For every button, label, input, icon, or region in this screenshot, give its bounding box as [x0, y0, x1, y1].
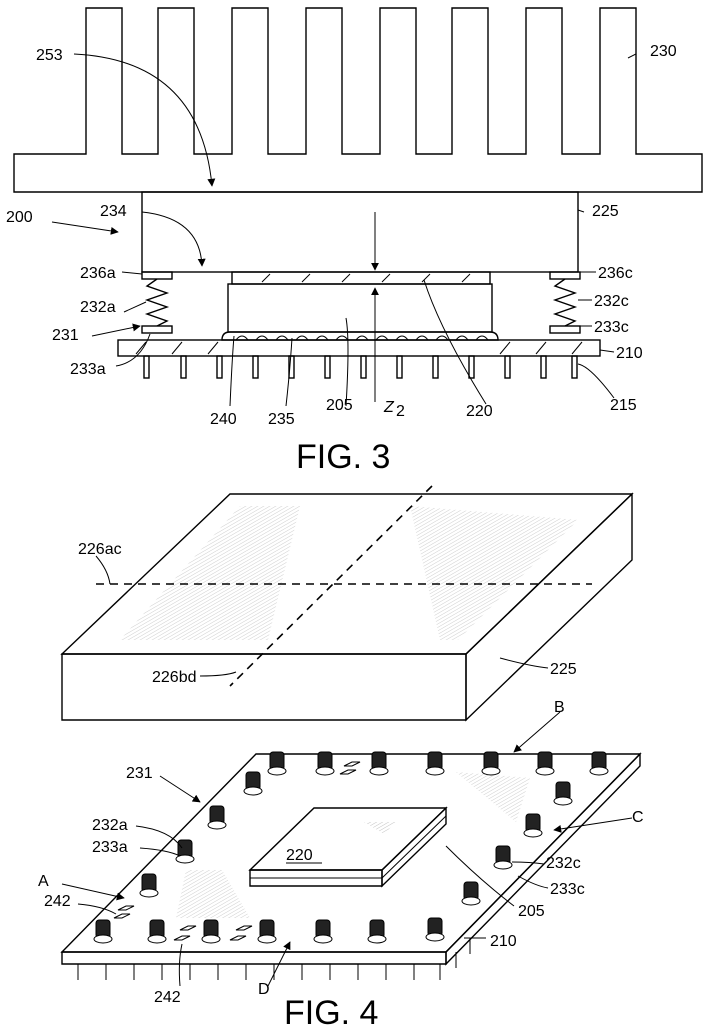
heat-sink-230 [13, 7, 703, 193]
fig3-cross-section: 253 230 200 234 225 236a 236c 232a 232c … [6, 7, 703, 476]
fig4-label-231: 231 [126, 765, 153, 782]
spring-post [243, 771, 263, 796]
spring-post [257, 919, 277, 944]
fig3-label-235: 235 [268, 411, 295, 428]
fig3-label-236c: 236c [598, 265, 633, 282]
pins-215 [143, 355, 578, 379]
spring-posts [93, 751, 609, 944]
fig3-label-220: 220 [466, 403, 493, 420]
lid-block-225 [60, 485, 634, 722]
fig3-label-231: 231 [52, 327, 79, 344]
fig3-label-240: 240 [210, 411, 237, 428]
substrate-ticks [135, 341, 583, 355]
fig3-label-253: 253 [36, 47, 63, 64]
spring-post [589, 751, 609, 776]
pad-236a [141, 271, 173, 280]
pad-236c [549, 271, 581, 280]
fig4-label-232c: 232c [546, 855, 581, 872]
die-glint [364, 822, 396, 834]
spring-post [553, 781, 573, 806]
spring-232a [144, 278, 170, 327]
fig3-label-232c: 232c [594, 293, 629, 310]
spring-post [139, 873, 159, 898]
fig3-label-215: 215 [610, 397, 637, 414]
board-210 [60, 752, 642, 966]
fig4-perspective: 220 [38, 485, 644, 1032]
fig4-label-226bd: 226bd [152, 669, 197, 686]
substrate-210 [117, 339, 601, 357]
fig4-label-242-bottom: 242 [154, 989, 181, 1006]
spring-post [369, 751, 389, 776]
spring-post [461, 881, 481, 906]
spring-post [175, 839, 195, 864]
fig4-label-226ac: 226ac [78, 541, 122, 558]
fig3-label-z-sub: 2 [396, 403, 405, 420]
spring-post [535, 751, 555, 776]
spring-post [147, 919, 167, 944]
fig4-label-225: 225 [550, 661, 577, 678]
spring-post [267, 751, 287, 776]
dashed-line-226bd [229, 485, 433, 687]
fig4-label-233c: 233c [550, 881, 585, 898]
fig3-label-230: 230 [650, 43, 677, 60]
fig4-pins [77, 938, 471, 980]
board-shading-b [456, 772, 530, 822]
fig3-label-200: 200 [6, 209, 33, 226]
spring-post [481, 751, 501, 776]
fig4-label-205: 205 [518, 903, 545, 920]
die-205 [227, 283, 493, 333]
spring-post [313, 919, 333, 944]
bump-array-235 [235, 335, 489, 341]
fig3-label-232a: 232a [80, 299, 116, 316]
fig3-leaders [51, 53, 637, 407]
pad-233a [141, 325, 173, 334]
spring-post [315, 751, 335, 776]
fig3-label-205: 205 [326, 397, 353, 414]
fig4-label-233a: 233a [92, 839, 128, 856]
fig3-label-233a: 233a [70, 361, 106, 378]
lid-shading-a [120, 506, 300, 640]
fig3-caption: FIG. 3 [296, 438, 390, 476]
fig4-label-D: D [258, 981, 270, 998]
spring-post [523, 813, 543, 838]
spring-post [207, 805, 227, 830]
fig4-leaders [61, 555, 633, 987]
fig4-label-A: A [38, 873, 49, 890]
spring-post [93, 919, 113, 944]
fig4-label-242-left: 242 [44, 893, 71, 910]
fig3-label-236a: 236a [80, 265, 116, 282]
fig3-label-z: Z [383, 399, 395, 416]
die-stack-205 [248, 806, 448, 888]
spring-post [493, 845, 513, 870]
fig4-label-232a: 232a [92, 817, 128, 834]
fig4-caption: FIG. 4 [284, 994, 378, 1032]
pads-242 [113, 761, 361, 941]
spring-post [425, 917, 445, 942]
tim-layer-ticks [261, 273, 471, 283]
fig4-label-B: B [554, 699, 565, 716]
fig4-label-C: C [632, 809, 644, 826]
fig3-label-210: 210 [616, 345, 643, 362]
fig3-label-234: 234 [100, 203, 127, 220]
fig4-label-220: 220 [286, 847, 313, 864]
fig3-label-233c: 233c [594, 319, 629, 336]
spring-post [201, 919, 221, 944]
pad-233c [549, 325, 581, 334]
lid-225 [141, 191, 579, 273]
spring-post [367, 919, 387, 944]
lid-shading-b [410, 506, 578, 640]
board-shading-a [176, 870, 250, 918]
tim-layer-220 [231, 271, 491, 285]
fig4-label-210: 210 [490, 933, 517, 950]
fig3-label-225: 225 [592, 203, 619, 220]
spring-232c [552, 278, 578, 327]
underfill-240 [221, 331, 499, 341]
spring-post [425, 751, 445, 776]
